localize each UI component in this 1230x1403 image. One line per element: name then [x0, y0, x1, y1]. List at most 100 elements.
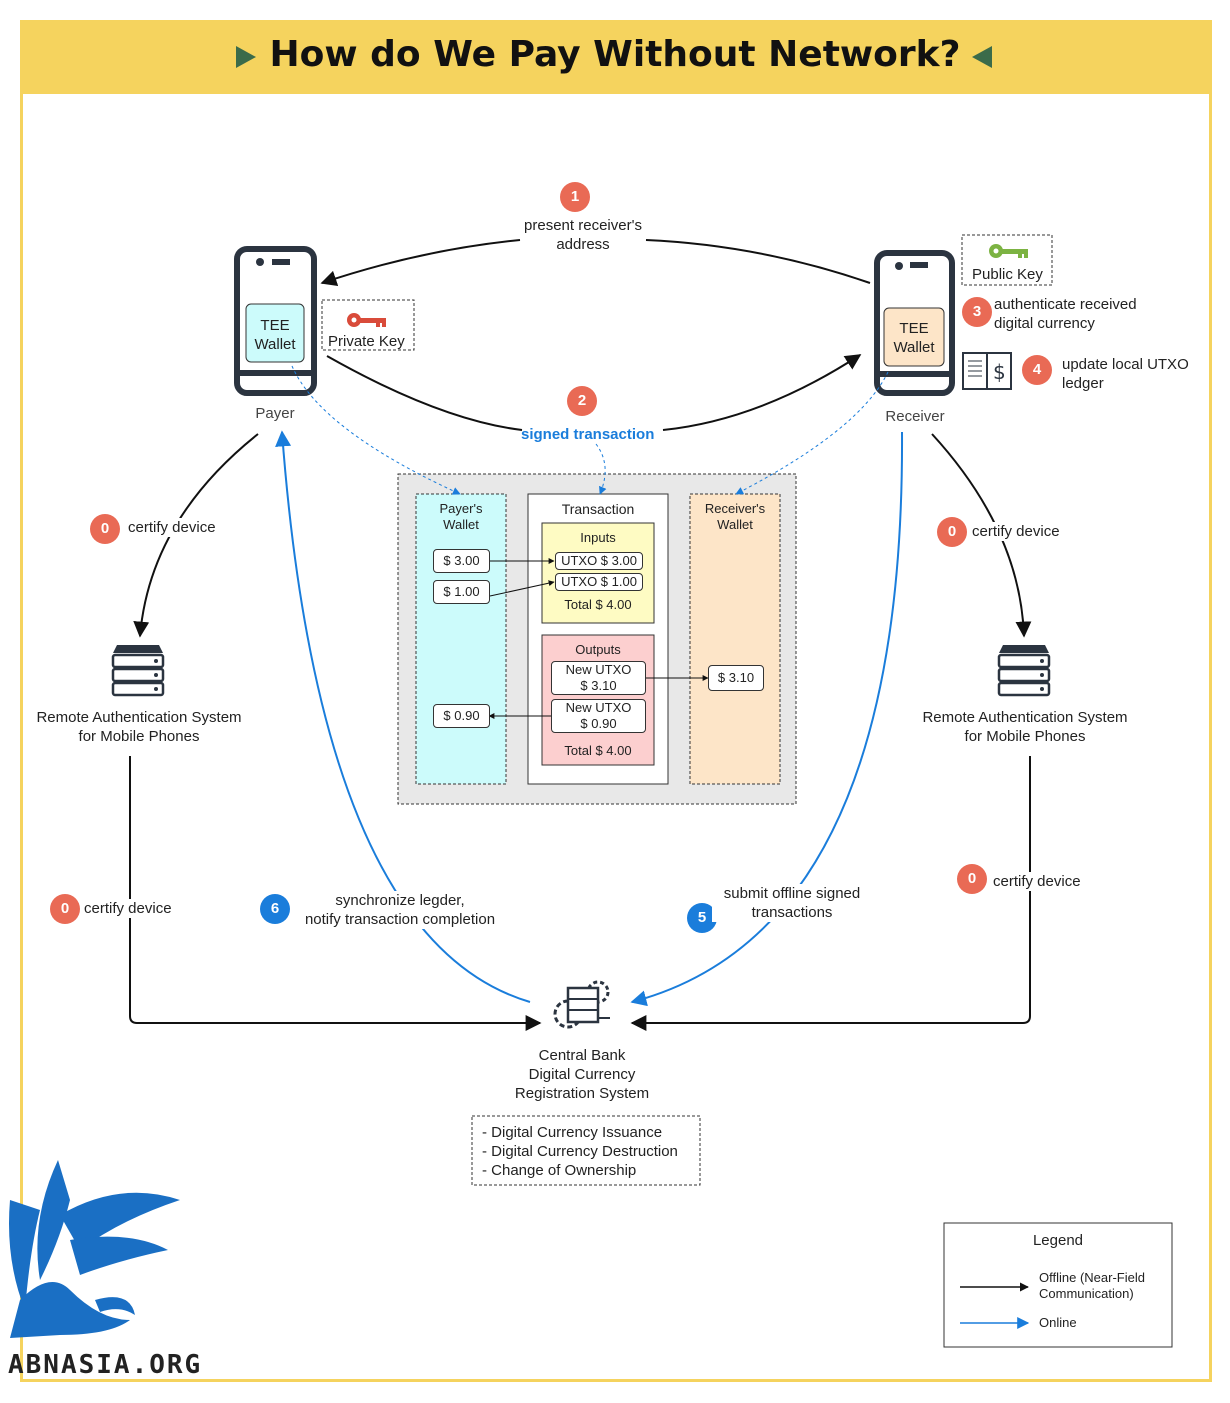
inputs-heading: Inputs	[580, 530, 616, 545]
step-6-badge: 6	[260, 894, 290, 924]
output-utxo-change: New UTXO $ 0.90	[551, 699, 646, 733]
legend-offline-line1: Offline (Near-Field	[1039, 1270, 1145, 1285]
left-auth-line1: Remote Authentication System	[36, 709, 242, 726]
certify-badge-right-top: 0	[937, 517, 967, 547]
step-3-line1: authenticate received	[994, 296, 1137, 313]
central-bank-functions: - Digital Currency Issuance - Digital Cu…	[482, 1123, 678, 1180]
payer-utxo-1: $ 1.00	[433, 580, 490, 604]
step-1-label: present receiver's address	[508, 216, 658, 254]
arrow-certify-left-bottom	[129, 756, 542, 1031]
output-2-line1: New UTXO	[565, 700, 632, 715]
step-4-badge: 4	[1022, 355, 1052, 385]
payer-wallet-line2: Wallet	[254, 336, 296, 353]
certify-label-right-top: certify device	[972, 522, 1060, 541]
arrow-present-address	[320, 239, 521, 286]
input-utxo-1: UTXO $ 1.00	[555, 573, 643, 591]
receiver-wallet-line1: TEE	[899, 320, 929, 337]
legend-title: Legend	[1032, 1232, 1084, 1249]
central-bank-label: Central Bank Digital Currency Registrati…	[482, 1046, 682, 1103]
page-title: How do We Pay Without Network?	[269, 34, 961, 75]
central-bank-server-gear-icon	[553, 980, 610, 1029]
function-destruction: - Digital Currency Destruction	[482, 1143, 678, 1160]
input-utxo-3: UTXO $ 3.00	[555, 552, 643, 570]
payers-wallet-line1: Payer's	[439, 501, 483, 516]
payer-wallet-column	[415, 493, 507, 785]
payer-wallet-line1: TEE	[260, 317, 290, 334]
left-auth-line2: for Mobile Phones	[78, 728, 200, 745]
receiver-wallet-label: TEE Wallet	[884, 319, 944, 357]
play-right-icon	[236, 46, 256, 68]
transaction-heading: Transaction	[561, 501, 635, 517]
payers-wallet-heading: Payer's Wallet	[416, 501, 506, 533]
step-6-line2: notify transaction completion	[304, 911, 496, 928]
arrow-certify-right-bottom	[630, 756, 1031, 1031]
ledger-book-icon: $	[962, 352, 1012, 390]
receiver-utxo: $ 3.10	[708, 665, 764, 691]
right-server-icon	[997, 645, 1051, 697]
step-1-line2: address	[556, 236, 610, 253]
step-1-badge: 1	[560, 182, 590, 212]
step-5-label: submit offline signed transactions	[712, 884, 872, 922]
output-1-line2: $ 3.10	[580, 678, 617, 693]
step-4-line1: update local UTXO	[1062, 356, 1189, 373]
arrow-present-address-tail	[645, 239, 871, 284]
receiver-wallet-line2: Wallet	[893, 339, 935, 356]
outputs-total: Total $ 4.00	[564, 743, 632, 758]
public-key-label: Public Key	[972, 266, 1043, 283]
certify-label-left-top: certify device	[128, 518, 216, 537]
certify-label-left-bottom: certify device	[84, 899, 172, 918]
receivers-wallet-line1: Receiver's	[704, 501, 766, 516]
payer-change: $ 0.90	[433, 704, 490, 728]
payer-utxo-3: $ 3.00	[433, 549, 490, 573]
play-left-icon	[972, 46, 992, 68]
functions-box	[471, 1115, 701, 1186]
receivers-wallet-heading: Receiver's Wallet	[690, 501, 780, 533]
step-2-label: signed transaction	[521, 426, 655, 443]
right-auth-system-label: Remote Authentication System for Mobile …	[906, 708, 1144, 746]
key-green-icon	[989, 244, 1028, 258]
step-6-line1: synchronize legder,	[335, 892, 465, 909]
certify-label-right-bottom: certify device	[993, 872, 1081, 891]
flow-in2	[489, 580, 555, 597]
key-red-icon	[347, 313, 386, 327]
step-2-badge: 2	[567, 386, 597, 416]
legend-box	[943, 1222, 1173, 1348]
payer-label: Payer	[255, 405, 295, 422]
arrow-submit-transactions	[630, 431, 904, 1007]
receiver-phone-icon	[874, 250, 955, 396]
title-banner	[20, 20, 1212, 94]
step-3-line2: digital currency	[994, 315, 1095, 332]
public-key-box	[961, 234, 1053, 286]
arrow-sync-ledger	[275, 430, 531, 1003]
bird-logo-icon	[9, 1160, 180, 1338]
private-key-label: Private Key	[328, 333, 405, 350]
receivers-wallet-line2: Wallet	[717, 517, 753, 532]
step-6-label: synchronize legder, notify transaction c…	[292, 891, 508, 929]
step-3-label: authenticate received digital currency	[994, 295, 1137, 333]
central-bank-line1: Central Bank	[538, 1047, 626, 1064]
right-auth-line2: for Mobile Phones	[964, 728, 1086, 745]
payer-phone-icon	[234, 246, 317, 396]
legend-offline-label: Offline (Near-Field Communication)	[1039, 1270, 1145, 1302]
legend-offline-line2: Communication)	[1039, 1286, 1134, 1301]
connector-transaction	[595, 443, 607, 495]
function-issuance: - Digital Currency Issuance	[482, 1124, 663, 1141]
step-1-line1: present receiver's	[524, 217, 642, 234]
outputs-heading: Outputs	[575, 642, 621, 657]
certify-badge-left-bottom: 0	[50, 894, 80, 924]
step-5-line1: submit offline signed	[723, 885, 861, 902]
step-5-line2: transactions	[751, 904, 833, 921]
connector-payer-wallet	[291, 365, 461, 495]
svg-text:$: $	[993, 360, 1006, 384]
watermark-text: ABNASIA.ORG	[8, 1350, 203, 1380]
output-utxo-receiver: New UTXO $ 3.10	[551, 661, 646, 695]
step-4-line2: ledger	[1062, 375, 1104, 392]
output-1-line1: New UTXO	[565, 662, 632, 677]
step-3-badge: 3	[962, 297, 992, 327]
payer-wallet-label: TEE Wallet	[246, 316, 304, 354]
central-bank-line2: Digital Currency	[528, 1066, 636, 1083]
legend-online-label: Online	[1039, 1315, 1077, 1330]
inputs-total: Total $ 4.00	[564, 597, 632, 612]
function-ownership: - Change of Ownership	[482, 1162, 637, 1179]
